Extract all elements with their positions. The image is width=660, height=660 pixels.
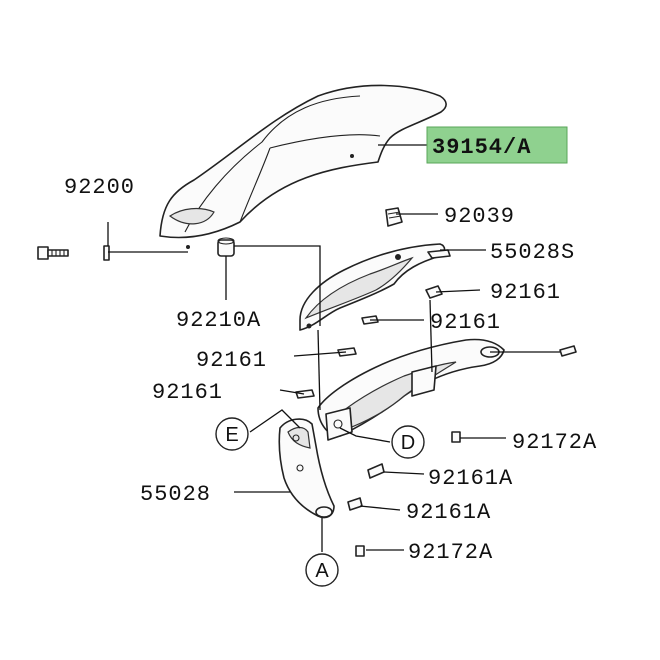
label-bracket-upper: 55028S <box>490 240 575 265</box>
callout-e-letter: E <box>225 424 238 446</box>
leader-lines <box>107 144 560 552</box>
label-clip-3: 92161 <box>196 348 267 373</box>
label-clip-5: 92161A <box>428 466 513 491</box>
collar-92210a-part <box>217 237 235 257</box>
label-clip-1: 92161 <box>490 280 561 305</box>
label-collar: 92210A <box>176 308 261 333</box>
screw-92200-part <box>37 245 110 261</box>
label-grommet: 92039 <box>444 204 515 229</box>
callout-d-letter: D <box>401 432 415 454</box>
stay-55028-part <box>278 418 335 519</box>
callout-a-letter: A <box>315 560 329 582</box>
label-clip-6: 92161A <box>406 500 491 525</box>
label-screw-a: 92200 <box>64 175 135 200</box>
label-stay: 55028 <box>140 482 211 507</box>
lower-frame-part <box>317 338 505 441</box>
label-windshield: 39154/A <box>432 135 531 160</box>
label-screw-c: 92172A <box>408 540 493 565</box>
windshield-part <box>159 84 447 249</box>
upper-bracket-55028s-part <box>299 243 451 331</box>
label-clip-4: 92161 <box>152 380 223 405</box>
label-screw-b: 92172A <box>512 430 597 455</box>
highlight-box <box>426 126 568 164</box>
callout-e: E <box>215 417 249 451</box>
grommet-92039-part <box>385 207 403 227</box>
label-clip-2: 92161 <box>430 310 501 335</box>
callout-a: A <box>305 553 339 587</box>
callout-d: D <box>391 425 425 459</box>
